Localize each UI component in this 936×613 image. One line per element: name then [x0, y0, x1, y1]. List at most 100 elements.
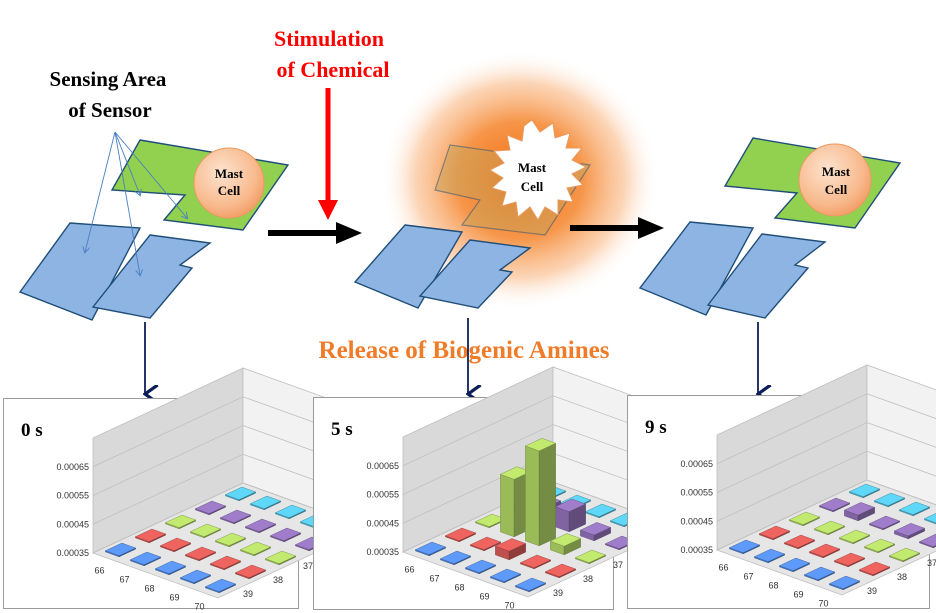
chart-bar [269, 527, 302, 543]
chart-bar [843, 502, 876, 522]
mast-cell-label-middle-1: Mast [518, 160, 547, 175]
chart-bar [444, 527, 477, 543]
chart-bar [813, 520, 846, 536]
chart-x-tick: 70 [194, 602, 204, 612]
chart-bar [848, 483, 881, 499]
mast-cell-label-left-1: Mast [215, 166, 244, 181]
chart-z-tick: 38 [897, 572, 907, 582]
chart-x-tick: 68 [454, 583, 464, 593]
chart-gridline [716, 422, 936, 493]
process-arrow-2 [570, 217, 664, 239]
sensor-blue-pad-middle-2 [418, 239, 532, 309]
chart-bar [184, 546, 217, 562]
chart-z-tick: 37 [303, 561, 313, 571]
chart-bar [514, 577, 547, 593]
chart-x-tick: 67 [119, 575, 129, 585]
chart-bar [274, 504, 307, 520]
chart-bar [808, 543, 841, 559]
chart-y-tick: 0.00055 [56, 491, 89, 501]
chart-time-label: 0 s [21, 420, 43, 441]
chart-bar [728, 539, 761, 555]
chart-z-tick: 39 [553, 588, 563, 598]
stimulation-arrow [318, 88, 338, 220]
chart-bar [758, 525, 791, 541]
stimulation-label-1: Stimulation [274, 26, 384, 51]
chart-bar [828, 575, 861, 591]
chart-bar [164, 514, 197, 530]
chart-bar [818, 497, 851, 513]
chart-x-tick: 68 [768, 581, 778, 591]
chart-y-tick: 0.00055 [366, 490, 399, 500]
chart-bar [923, 513, 936, 525]
chart-y-tick: 0.00055 [680, 488, 713, 498]
chart-bar [469, 536, 502, 552]
chart-bar [838, 529, 871, 545]
chart-z-tick: 38 [583, 574, 593, 584]
sensor-middle: Mast Cell [353, 50, 660, 310]
chart-gridline [716, 450, 936, 522]
chart-bar [863, 538, 896, 554]
stimulation-label-2: of Chemical [276, 57, 389, 82]
chart-bar [439, 550, 472, 566]
mast-cell-burst [488, 119, 588, 222]
chart-bar [574, 549, 607, 565]
chart-gridline [716, 479, 936, 551]
chart-bar [239, 541, 272, 557]
chart-z-tick: 39 [867, 586, 877, 596]
chart-x-tick: 67 [429, 574, 439, 584]
chart-bar [893, 523, 926, 540]
chart-z-tick: 37 [927, 558, 936, 568]
chart-bar [524, 438, 557, 547]
chart-bar [154, 560, 187, 576]
chart-x-tick: 66 [404, 565, 414, 575]
chart-x-tick: 66 [718, 563, 728, 573]
chart-bar [189, 523, 222, 539]
chart-bar [519, 554, 552, 570]
chart-bar [833, 552, 866, 568]
chart-y-tick: 0.00035 [366, 547, 399, 557]
chart-bar [783, 534, 816, 550]
chart-bar [134, 528, 167, 544]
sensor-blue-pad-middle-1 [353, 224, 464, 309]
chart-y-tick: 0.00035 [680, 545, 713, 555]
chart-x-tick: 68 [144, 584, 154, 594]
process-arrow-1 [268, 222, 362, 244]
chart-bar [204, 578, 237, 594]
chart-bar [214, 532, 247, 548]
chart-y-tick: 0.00045 [366, 518, 399, 528]
chart-bar [888, 547, 921, 563]
mast-cell-label-right-1: Mast [822, 164, 851, 179]
sensor-right: Mast Cell [638, 137, 902, 319]
sensor-left: Mast Cell [18, 131, 290, 321]
chart-bar [194, 500, 227, 516]
mast-cell-right [798, 143, 872, 217]
chart-x-tick: 66 [94, 566, 104, 576]
chart-bar [753, 548, 786, 564]
mast-cell-label-right-2: Cell [825, 182, 848, 197]
chart-y-tick: 0.00065 [56, 462, 89, 472]
chart-y-tick: 0.00065 [680, 459, 713, 469]
chart-bar [219, 509, 252, 525]
chart-y-tick: 0.00045 [56, 519, 89, 529]
chart-bar [554, 498, 587, 533]
chart-x-tick: 67 [743, 572, 753, 582]
sensing-area-label-1: Sensing Area [50, 67, 167, 91]
chart-bar [868, 515, 901, 531]
sensor-blue-pad-right-1 [638, 221, 755, 316]
chart-bar [778, 557, 811, 573]
chart-bar [414, 541, 447, 557]
chart-bar [264, 550, 297, 566]
chart-panel-0s: 0 s0.000350.000450.000550.00065666768697… [3, 367, 373, 612]
sensor-blue-pad-left-2 [91, 234, 212, 319]
mast-cell-label-middle-2: Cell [521, 179, 544, 194]
chart-x-tick: 69 [479, 592, 489, 602]
chart-bar [918, 533, 936, 549]
chart-bar [544, 563, 577, 579]
chart-bar [858, 561, 891, 577]
chart-bar [494, 538, 527, 561]
mast-cell-label-left-2: Cell [218, 183, 241, 198]
sensing-area-label-2: of Sensor [68, 98, 151, 122]
mast-cell-left [193, 147, 265, 219]
sensor-blue-pad-left-1 [18, 222, 142, 321]
